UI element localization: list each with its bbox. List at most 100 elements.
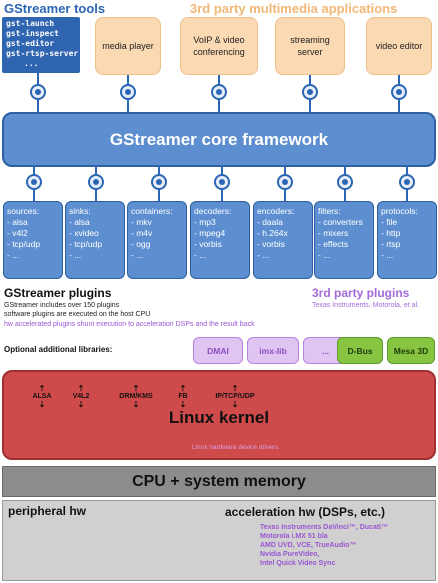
- connector-socket-icon: [214, 174, 230, 190]
- plugin-item: - vorbis: [257, 239, 285, 249]
- plugin-item: - alsa: [69, 217, 90, 227]
- plugin-title: protocols:: [381, 206, 418, 216]
- tool-gst-inspect: gst-inspect: [6, 29, 59, 38]
- plugin-item: - ...: [69, 250, 82, 260]
- gstreamer-core-framework: GStreamer core framework: [2, 112, 436, 167]
- plugin-item: - mixers: [318, 228, 349, 238]
- plugin-item: - ...: [131, 250, 144, 260]
- kernel-interface-label: FB: [178, 393, 188, 400]
- connector-socket-icon: [391, 84, 407, 100]
- connector-socket-icon: [277, 174, 293, 190]
- vendor-item: Texas Instruments DaVinci™, Ducati™: [260, 524, 389, 531]
- up-arrow-icon: ⇡: [231, 384, 239, 393]
- lib-dbus: D-Bus: [337, 337, 383, 364]
- kernel-interface-label: DRM/KMS: [119, 393, 153, 400]
- plugin-item: - alsa: [7, 217, 28, 227]
- gstreamer-plugins-description: GStreamer includes over 150 plugins soft…: [4, 301, 150, 319]
- plugin-item: - ...: [7, 250, 20, 260]
- plugin-title: decoders:: [194, 206, 232, 216]
- kernel-interface-drm-kms: ⇡ DRM/KMS ⇣: [112, 384, 160, 409]
- lib-mesa-3d: Mesa 3D: [387, 337, 435, 364]
- linux-kernel-title: Linux kernel: [168, 408, 270, 427]
- plugin-item: - converters: [318, 217, 363, 227]
- kernel-interface-alsa: ⇡ ALSA ⇣: [24, 384, 60, 409]
- plugin-box-protocols: protocols: - file - http - rtsp - ...: [377, 201, 437, 279]
- vendor-item: Nvidia PureVideo,: [260, 551, 320, 558]
- plugin-title: encoders:: [257, 206, 295, 216]
- down-arrow-icon: ⇣: [179, 400, 187, 409]
- vendor-item: Motorola i.MX 51 bla: [260, 533, 328, 540]
- connector-socket-icon: [337, 174, 353, 190]
- acceleration-vendor-list: Texas Instruments DaVinci™, Ducati™ Moto…: [260, 523, 388, 568]
- plugin-box-sinks: sinks: - alsa - xvideo - tcp/udp - ...: [65, 201, 125, 279]
- gstreamer-plugins-heading: GStreamer plugins: [4, 286, 112, 300]
- plugin-item: - mkv: [131, 217, 152, 227]
- plugin-item: - daala: [257, 217, 283, 227]
- lib-dmai: DMAI: [193, 337, 243, 364]
- plugin-box-decoders: decoders: - mp3 - mpeg4 - vorbis - ...: [190, 201, 250, 279]
- up-arrow-icon: ⇡: [38, 384, 46, 393]
- plugin-item: - ...: [381, 250, 394, 260]
- down-arrow-icon: ⇣: [77, 400, 85, 409]
- connector-socket-icon: [302, 84, 318, 100]
- plugin-item: - xvideo: [69, 228, 99, 238]
- plugin-item: - effects: [318, 239, 349, 249]
- plugin-item: - m4v: [131, 228, 153, 238]
- plugin-item: - http: [381, 228, 401, 238]
- lib-imx-lib: imx-lib: [247, 337, 299, 364]
- cpu-system-memory-block: CPU + system memory: [2, 466, 436, 497]
- kernel-interface-label: ALSA: [32, 393, 52, 400]
- kernel-interface-label: IP/TCP/UDP: [215, 393, 255, 400]
- third-party-plugins-description: Texas Instruments, Motorola, et al.: [312, 302, 419, 309]
- plugin-item: - v4l2: [7, 228, 28, 238]
- gstreamer-tools-box: gst-launch gst-inspect gst-editor gst-rt…: [2, 17, 80, 73]
- connector-socket-icon: [26, 174, 42, 190]
- plugin-item: - rtsp: [381, 239, 401, 249]
- up-arrow-icon: ⇡: [77, 384, 85, 393]
- plugin-box-sources: sources: - alsa - v4l2 - tcp/udp - ...: [3, 201, 63, 279]
- kernel-interface-label: V4L2: [72, 393, 90, 400]
- plugin-item: - vorbis: [194, 239, 222, 249]
- third-party-apps-heading: 3rd party multimedia applications: [190, 1, 398, 16]
- connector-socket-icon: [211, 84, 227, 100]
- optional-libraries-label: Optional additional libraries:: [4, 345, 113, 354]
- app-voip-video-conferencing: VoIP & video conferencing: [180, 17, 258, 75]
- plugin-item: - tcp/udp: [69, 239, 103, 249]
- tool-gst-launch: gst-launch: [6, 19, 55, 28]
- plugin-title: sinks:: [69, 206, 91, 216]
- plugin-title: sources:: [7, 206, 40, 216]
- plugin-box-filters: filters: - converters - mixers - effects…: [314, 201, 374, 279]
- gstreamer-tools-heading: GStreamer tools: [4, 1, 106, 16]
- plugins-desc-line: software plugins are executed on the hos…: [4, 311, 151, 318]
- hw-accelerated-note: hw accelerated plugins shunt execution t…: [4, 321, 255, 328]
- app-video-editor: video editor: [366, 17, 432, 75]
- connector-socket-icon: [30, 84, 46, 100]
- down-arrow-icon: ⇣: [132, 400, 140, 409]
- linux-hardware-drivers-label: Linux hardware device drivers: [192, 444, 279, 451]
- plugin-title: containers:: [131, 206, 173, 216]
- plugin-item: - ogg: [131, 239, 151, 249]
- tool-gst-rtsp-server: gst-rtsp-server: [6, 49, 79, 58]
- third-party-plugins-heading: 3rd party plugins: [312, 286, 410, 300]
- app-media-player: media player: [95, 17, 161, 75]
- plugin-box-encoders: encoders: - daala - h.264x - vorbis - ..…: [253, 201, 313, 279]
- connector-socket-icon: [399, 174, 415, 190]
- up-arrow-icon: ⇡: [132, 384, 140, 393]
- plugin-item: - mpeg4: [194, 228, 226, 238]
- plugin-item: - file: [381, 217, 398, 227]
- plugin-title: filters:: [318, 206, 341, 216]
- acceleration-hw-label: acceleration hw (DSPs, etc.): [225, 505, 386, 519]
- connector-socket-icon: [120, 84, 136, 100]
- linux-kernel-block: [2, 370, 436, 460]
- connector-socket-icon: [88, 174, 104, 190]
- up-arrow-icon: ⇡: [179, 384, 187, 393]
- tool-more: ...: [24, 59, 39, 68]
- kernel-interface-fb: ⇡ FB ⇣: [170, 384, 196, 409]
- plugin-item: - ...: [194, 250, 207, 260]
- vendor-item: AMD UVD, VCE, TrueAudio™: [260, 542, 357, 549]
- tool-gst-editor: gst-editor: [6, 39, 55, 48]
- plugin-item: - ...: [257, 250, 270, 260]
- plugin-item: - ...: [318, 250, 331, 260]
- hardware-block: [2, 500, 436, 581]
- kernel-interface-ip-tcp-udp: ⇡ IP/TCP/UDP ⇣: [207, 384, 263, 409]
